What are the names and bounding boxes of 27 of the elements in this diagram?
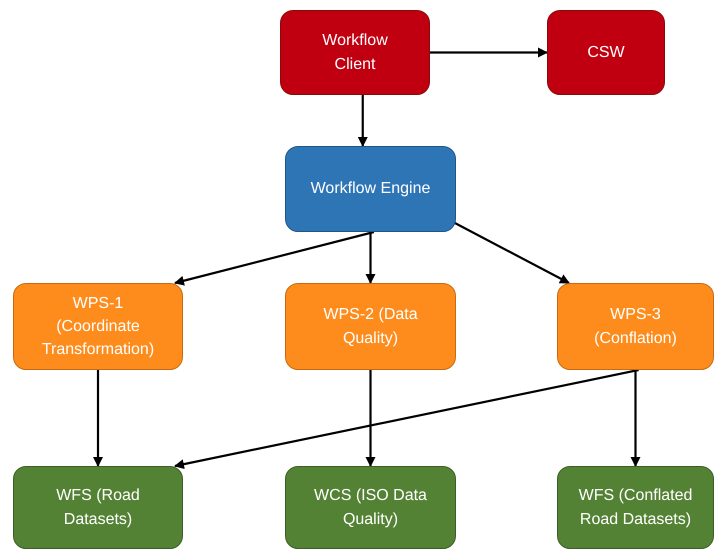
service-box (13, 283, 183, 370)
service-box (285, 466, 456, 549)
service-box (557, 466, 714, 549)
box-label: WCS (ISO Data Quality) (313, 486, 428, 530)
arrow (630, 370, 640, 467)
arrow (174, 230, 374, 286)
arrow (174, 368, 639, 470)
box-label: WPS-3 (Conflation) (593, 305, 678, 348)
arrow (366, 232, 376, 284)
service-box (13, 466, 183, 549)
arrow (430, 48, 548, 58)
service-box (280, 10, 430, 95)
box-label: WFS (Road Datasets) (55, 486, 141, 530)
service-box (557, 283, 714, 370)
box-label: WFS (Conflated Road Datasets) (578, 486, 694, 530)
box-label: CSW (587, 42, 625, 63)
service-box (547, 10, 665, 95)
arrow (358, 95, 368, 147)
box-label: Workflow Engine (310, 179, 430, 200)
box-label: WPS-1 (Coordinate Transformation) (40, 294, 156, 360)
box-label: WPS-2 (Data Quality) (322, 305, 419, 348)
arrow (366, 370, 376, 467)
box-label: Workflow Client (321, 31, 389, 74)
arrow (452, 221, 570, 284)
service-box (285, 283, 456, 370)
arrow (93, 370, 103, 467)
service-box (285, 146, 456, 232)
